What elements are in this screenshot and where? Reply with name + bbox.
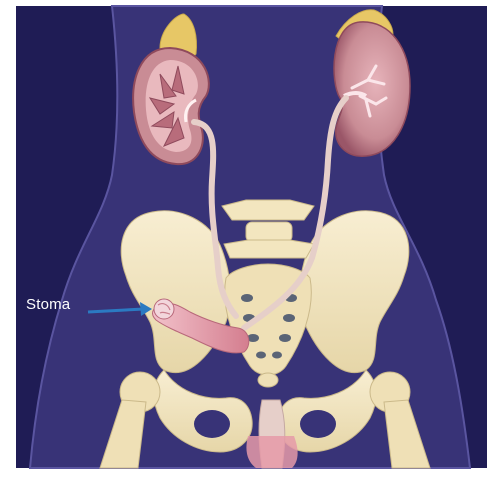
coccyx — [258, 373, 278, 387]
right-obturator-foramen — [300, 410, 336, 438]
lumbar-vertebra-lower — [224, 240, 314, 258]
stoma — [154, 299, 174, 319]
left-obturator-foramen — [194, 410, 230, 438]
lumbar-vertebra-body — [246, 222, 292, 242]
lumbar-vertebra-upper — [222, 200, 314, 220]
stoma-label: Stoma — [26, 296, 70, 313]
